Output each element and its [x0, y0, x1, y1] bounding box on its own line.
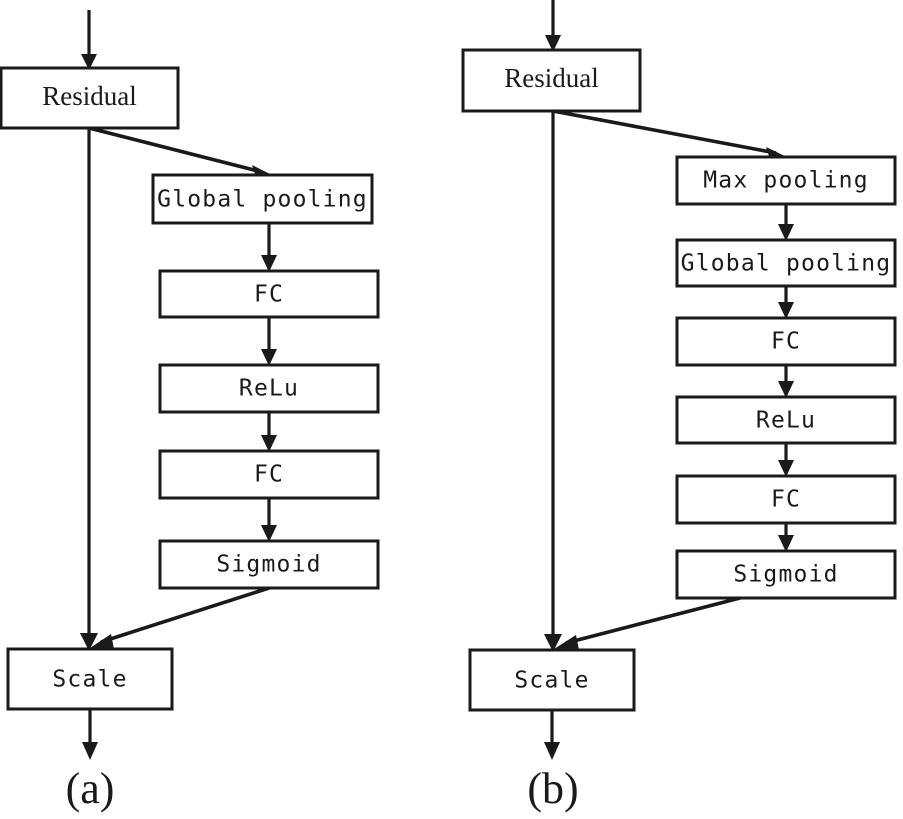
edge-sigmoid-to-scale-b [554, 596, 741, 650]
node-scale-b[interactable]: Scale [468, 648, 636, 712]
node-sigmoid-b-label: Sigmoid [733, 562, 838, 588]
edge-relu-to-fc2-a [261, 412, 277, 452]
edge-scale-to-output-a [82, 709, 98, 760]
node-relu-a-label: ReLu [239, 376, 299, 402]
node-fc2-b[interactable]: FC [675, 474, 897, 525]
edge-relu-to-fc2-b [778, 443, 794, 477]
node-fc2-b-label: FC [771, 487, 801, 513]
node-global-pooling-a[interactable]: Global pooling [151, 173, 374, 225]
edge-globalpool-to-fc1-a [261, 223, 277, 272]
node-max-pooling-b-label: Max pooling [703, 168, 869, 194]
node-residual-a[interactable]: Residual [0, 66, 180, 130]
edge-fc1-to-relu-a [261, 317, 277, 366]
edge-fc1-to-relu-b [778, 365, 794, 398]
edge-residual-to-globalpool-a [88, 126, 272, 180]
node-fc2-a[interactable]: FC [158, 449, 380, 500]
node-global-pooling-b[interactable]: Global pooling [675, 238, 897, 288]
panel-b: Residual Max pooling [461, 0, 897, 813]
node-fc1-a-label: FC [254, 282, 284, 308]
edge-input-to-residual-a [81, 10, 97, 70]
edge-residual-to-scale-a [80, 128, 98, 651]
node-relu-a[interactable]: ReLu [158, 363, 380, 414]
node-scale-b-label: Scale [514, 668, 589, 694]
node-residual-b[interactable]: Residual [461, 48, 642, 113]
node-scale-a-label: Scale [52, 667, 127, 693]
edge-fc2-to-sigmoid-b [778, 523, 794, 552]
edge-maxpool-to-globalpool-b [778, 204, 794, 241]
edge-input-to-residual-b [545, 0, 561, 52]
node-residual-a-label: Residual [42, 81, 137, 111]
node-sigmoid-a-label: Sigmoid [216, 552, 321, 578]
edge-scale-to-output-b [544, 710, 560, 760]
node-scale-a[interactable]: Scale [6, 647, 174, 711]
edge-residual-to-scale-b [544, 111, 562, 652]
edge-globalpool-to-fc1-b [778, 286, 794, 319]
edge-fc2-to-sigmoid-a [261, 498, 277, 542]
node-fc1-a[interactable]: FC [158, 269, 380, 319]
edge-residual-to-maxpool-b [552, 109, 787, 162]
node-relu-b-label: ReLu [756, 408, 816, 434]
node-fc1-b-label: FC [771, 329, 801, 355]
node-global-pooling-a-label: Global pooling [157, 187, 368, 213]
edge-sigmoid-to-scale-a [90, 586, 270, 649]
panel-b-caption: (b) [527, 764, 578, 813]
node-fc1-b[interactable]: FC [675, 316, 897, 367]
node-max-pooling-b[interactable]: Max pooling [675, 155, 897, 206]
node-global-pooling-b-label: Global pooling [681, 251, 892, 277]
panel-a-caption: (a) [66, 764, 115, 813]
node-residual-b-label: Residual [504, 63, 599, 93]
node-sigmoid-a[interactable]: Sigmoid [158, 539, 380, 590]
panel-a: Residual Global pooling [0, 10, 380, 813]
node-fc2-a-label: FC [254, 462, 284, 488]
node-relu-b[interactable]: ReLu [675, 395, 897, 445]
node-sigmoid-b[interactable]: Sigmoid [675, 549, 897, 600]
